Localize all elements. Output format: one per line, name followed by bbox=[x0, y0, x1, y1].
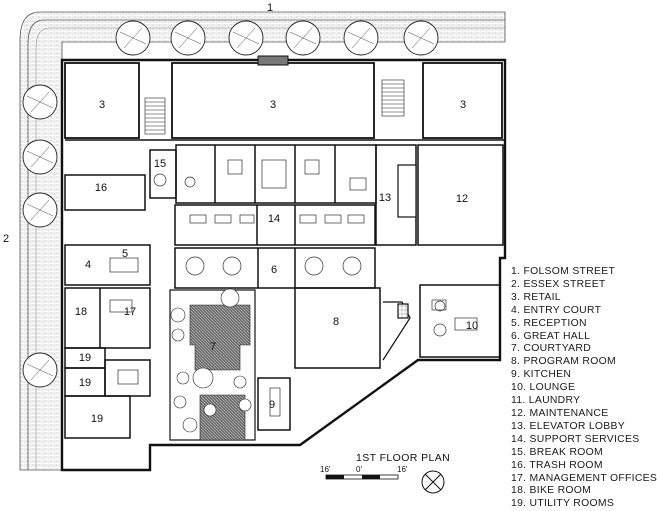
legend-item: 15. BREAK ROOM bbox=[511, 446, 603, 458]
room-label: 19 bbox=[79, 352, 91, 364]
room-label: 14 bbox=[268, 213, 280, 225]
legend-item: 9. KITCHEN bbox=[511, 369, 572, 381]
room-label: 8 bbox=[333, 316, 339, 328]
room-label: 12 bbox=[456, 193, 468, 205]
legend-item: 18. BIKE ROOM bbox=[511, 485, 592, 497]
legend-item: 16. TRASH ROOM bbox=[511, 459, 603, 471]
legend-item: 3. RETAIL bbox=[511, 291, 561, 303]
sidewalk bbox=[19, 11, 506, 471]
scale-label-right: 16' bbox=[397, 465, 408, 474]
legend-item: 6. GREAT HALL bbox=[511, 330, 591, 342]
room-labels: 3 3 3 15 16 14 13 12 4 5 6 18 17 7 8 10 … bbox=[75, 99, 478, 425]
legend-item: 11. LAUNDRY bbox=[511, 395, 581, 407]
plan-title: 1ST FLOOR PLAN bbox=[356, 452, 451, 464]
room-label: 6 bbox=[271, 264, 277, 276]
room-label: 17 bbox=[124, 306, 136, 318]
room-label: 16 bbox=[95, 182, 107, 194]
room-legend: 1. FOLSOM STREET 2. ESSEX STREET 3. RETA… bbox=[511, 266, 657, 511]
legend-item: 5. RECEPTION bbox=[511, 317, 587, 329]
interior-walls bbox=[64, 139, 505, 439]
floor-plan-drawing: 1 2 3 3 3 15 16 14 13 12 4 5 6 18 17 7 8… bbox=[3, 2, 507, 494]
street-label-essex: 2 bbox=[3, 233, 9, 245]
room-label: 4 bbox=[85, 259, 91, 271]
stairs bbox=[144, 79, 405, 135]
scale-bar: 16' 0' 16' bbox=[320, 465, 408, 480]
legend-item: 10. LOUNGE bbox=[511, 382, 576, 394]
retail-bays bbox=[64, 55, 503, 139]
legend-item: 14. SUPPORT SERVICES bbox=[511, 433, 640, 445]
legend-item: 17. MANAGEMENT OFFICES bbox=[511, 472, 657, 484]
north-arrow-icon bbox=[421, 470, 445, 494]
street-label-folsom: 1 bbox=[267, 2, 273, 14]
room-label: 7 bbox=[210, 341, 216, 353]
room-label: 15 bbox=[154, 158, 166, 170]
legend-item: 19. UTILITY ROOMS bbox=[511, 498, 615, 510]
legend-item: 12. MAINTENANCE bbox=[511, 407, 609, 419]
legend-item: 13. ELEVATOR LOBBY bbox=[511, 420, 625, 432]
street-trees bbox=[22, 20, 439, 388]
room-label: 3 bbox=[460, 99, 466, 111]
room-label: 13 bbox=[379, 192, 391, 204]
room-label: 5 bbox=[122, 248, 128, 260]
scale-label-zero: 0' bbox=[356, 465, 362, 474]
room-label: 19 bbox=[91, 413, 103, 425]
entry-court-edge bbox=[382, 301, 411, 361]
room-label: 3 bbox=[99, 99, 105, 111]
room-label: 18 bbox=[75, 306, 87, 318]
building-footprint bbox=[60, 58, 507, 472]
legend-item: 2. ESSEX STREET bbox=[511, 278, 606, 290]
legend-item: 7. COURTYARD bbox=[511, 343, 592, 355]
courtyard bbox=[169, 288, 256, 441]
legend-item: 1. FOLSOM STREET bbox=[511, 266, 616, 277]
room-label: 19 bbox=[79, 377, 91, 389]
legend-item: 4. ENTRY COURT bbox=[511, 304, 602, 316]
room-label: 10 bbox=[466, 320, 478, 332]
legend-item: 8. PROGRAM ROOM bbox=[511, 356, 616, 368]
room-label: 9 bbox=[269, 399, 275, 411]
room-label: 3 bbox=[270, 99, 276, 111]
furniture bbox=[109, 159, 478, 417]
scale-label-left: 16' bbox=[320, 465, 331, 474]
